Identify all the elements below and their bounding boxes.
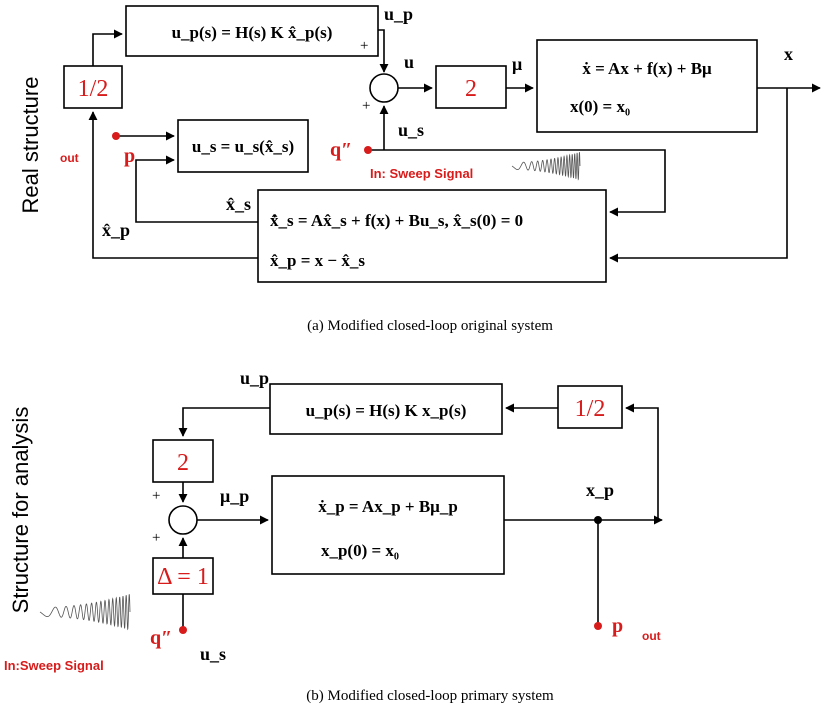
wire-up-to-sum-a: [378, 29, 389, 73]
wave-a-path: [511, 152, 581, 181]
input-q-dot-b: [179, 626, 187, 634]
summing-junction-a: [369, 73, 399, 103]
plus-sign-b-bottom: +: [152, 530, 160, 546]
diagram-b: Structure for analysis u_p(s) = H(s) K x…: [4, 368, 663, 704]
label-us-a: u_s: [398, 120, 424, 140]
observer-equation-a-2: x̂_p = x − x̂_s: [270, 251, 365, 270]
plus-sign-b-top: +: [152, 488, 160, 504]
caption-a: (a) Modified closed-loop original system: [307, 318, 553, 334]
input-text-a: In: Sweep Signal: [370, 166, 473, 181]
controller-equation-a: u_p(s) = H(s) K x̂_p(s): [172, 23, 333, 42]
gain-half-box-b: [557, 385, 623, 429]
plant-box-a: [536, 39, 758, 133]
label-x-a: x: [784, 44, 793, 64]
point-p-dot-a: [112, 132, 120, 140]
summing-junction-b: [168, 505, 198, 535]
point-p-label-a: p: [124, 145, 135, 167]
surrogate-equation-a: u_s = u_s(x̂_s): [192, 137, 294, 156]
label-xs-hat-a: x̂_s: [226, 194, 251, 214]
plant-equation-b-1: ẋ_p = Ax_p + Bμ_p: [318, 497, 458, 516]
wire-xp-to-half-a: [88, 111, 258, 259]
plus-sign-a-top: +: [360, 38, 368, 54]
wire-xp-to-half-b: [625, 403, 659, 520]
controller-box-a: [125, 5, 379, 57]
plant-equation-a-2: x(0) = x₀: [570, 97, 630, 116]
gain-two-box-a: [435, 65, 507, 109]
sweep-signal-waveform-b: [39, 594, 131, 631]
point-p-label-b: p: [612, 615, 623, 637]
label-mu-b: μ_p: [220, 486, 249, 506]
plant-equation-a-1: ẋ = Ax + f(x) + Bμ: [582, 59, 712, 78]
input-q-label-b: q″: [150, 627, 172, 649]
surrogate-box-a: [177, 119, 309, 173]
gain-half-b: 1/2: [575, 396, 606, 422]
plant-equation-b-2: x_p(0) = x₀: [321, 541, 399, 560]
gain-delta-b: Δ = 1: [157, 564, 209, 590]
gain-half-a: 1/2: [78, 76, 109, 102]
input-text-b: In:Sweep Signal: [4, 658, 104, 673]
input-q-label-a: q″: [330, 139, 352, 161]
out-label-b: out: [642, 629, 661, 643]
out-label-a: out: [60, 151, 79, 165]
wave-b-path: [39, 594, 131, 631]
plus-sign-a-bottom: +: [362, 98, 370, 114]
gain-delta-box-b: [152, 557, 214, 595]
observer-box-a: [257, 189, 607, 283]
label-up-a: u_p: [384, 4, 413, 24]
input-q-dot-a: [364, 146, 372, 154]
plant-box-b: [271, 475, 505, 575]
wire-xs-to-surrogate-a: [135, 155, 258, 223]
gain-half-box-a: [63, 65, 123, 109]
gain-two-box-b: [152, 439, 214, 483]
junction-dot-b: [594, 516, 602, 524]
label-us-b: u_s: [200, 644, 226, 664]
wire-half-to-controller-a: [92, 29, 123, 66]
sweep-signal-waveform-a: [511, 152, 581, 181]
point-p-dot-b: [594, 622, 602, 630]
wire-x-to-observer-a: [609, 88, 788, 263]
gain-two-b: 2: [177, 450, 189, 476]
label-xp-b: x_p: [586, 480, 614, 500]
gain-two-a: 2: [465, 76, 477, 102]
label-u-a: u: [404, 52, 414, 72]
caption-b: (b) Modified closed-loop primary system: [306, 688, 554, 704]
diagram-a-side-label: Real structure: [18, 77, 43, 214]
controller-box-b: [269, 383, 503, 435]
controller-equation-b: u_p(s) = H(s) K x_p(s): [306, 401, 467, 420]
diagram-a: Real structure u_p(s) = H(s) K x̂_p(s) 1…: [18, 4, 821, 334]
observer-equation-a-1: x̂̇_s = Ax̂_s + f(x) + Bu_s, x̂_s(0) = 0: [270, 211, 523, 230]
label-up-b: u_p: [240, 368, 269, 388]
label-xp-hat-a: x̂_p: [102, 220, 130, 240]
diagram-b-side-label: Structure for analysis: [8, 407, 33, 614]
wire-up-to-gain-two-b: [178, 407, 270, 437]
wire-us-to-observer-a: [368, 149, 666, 217]
label-mu-a: μ: [512, 54, 522, 74]
